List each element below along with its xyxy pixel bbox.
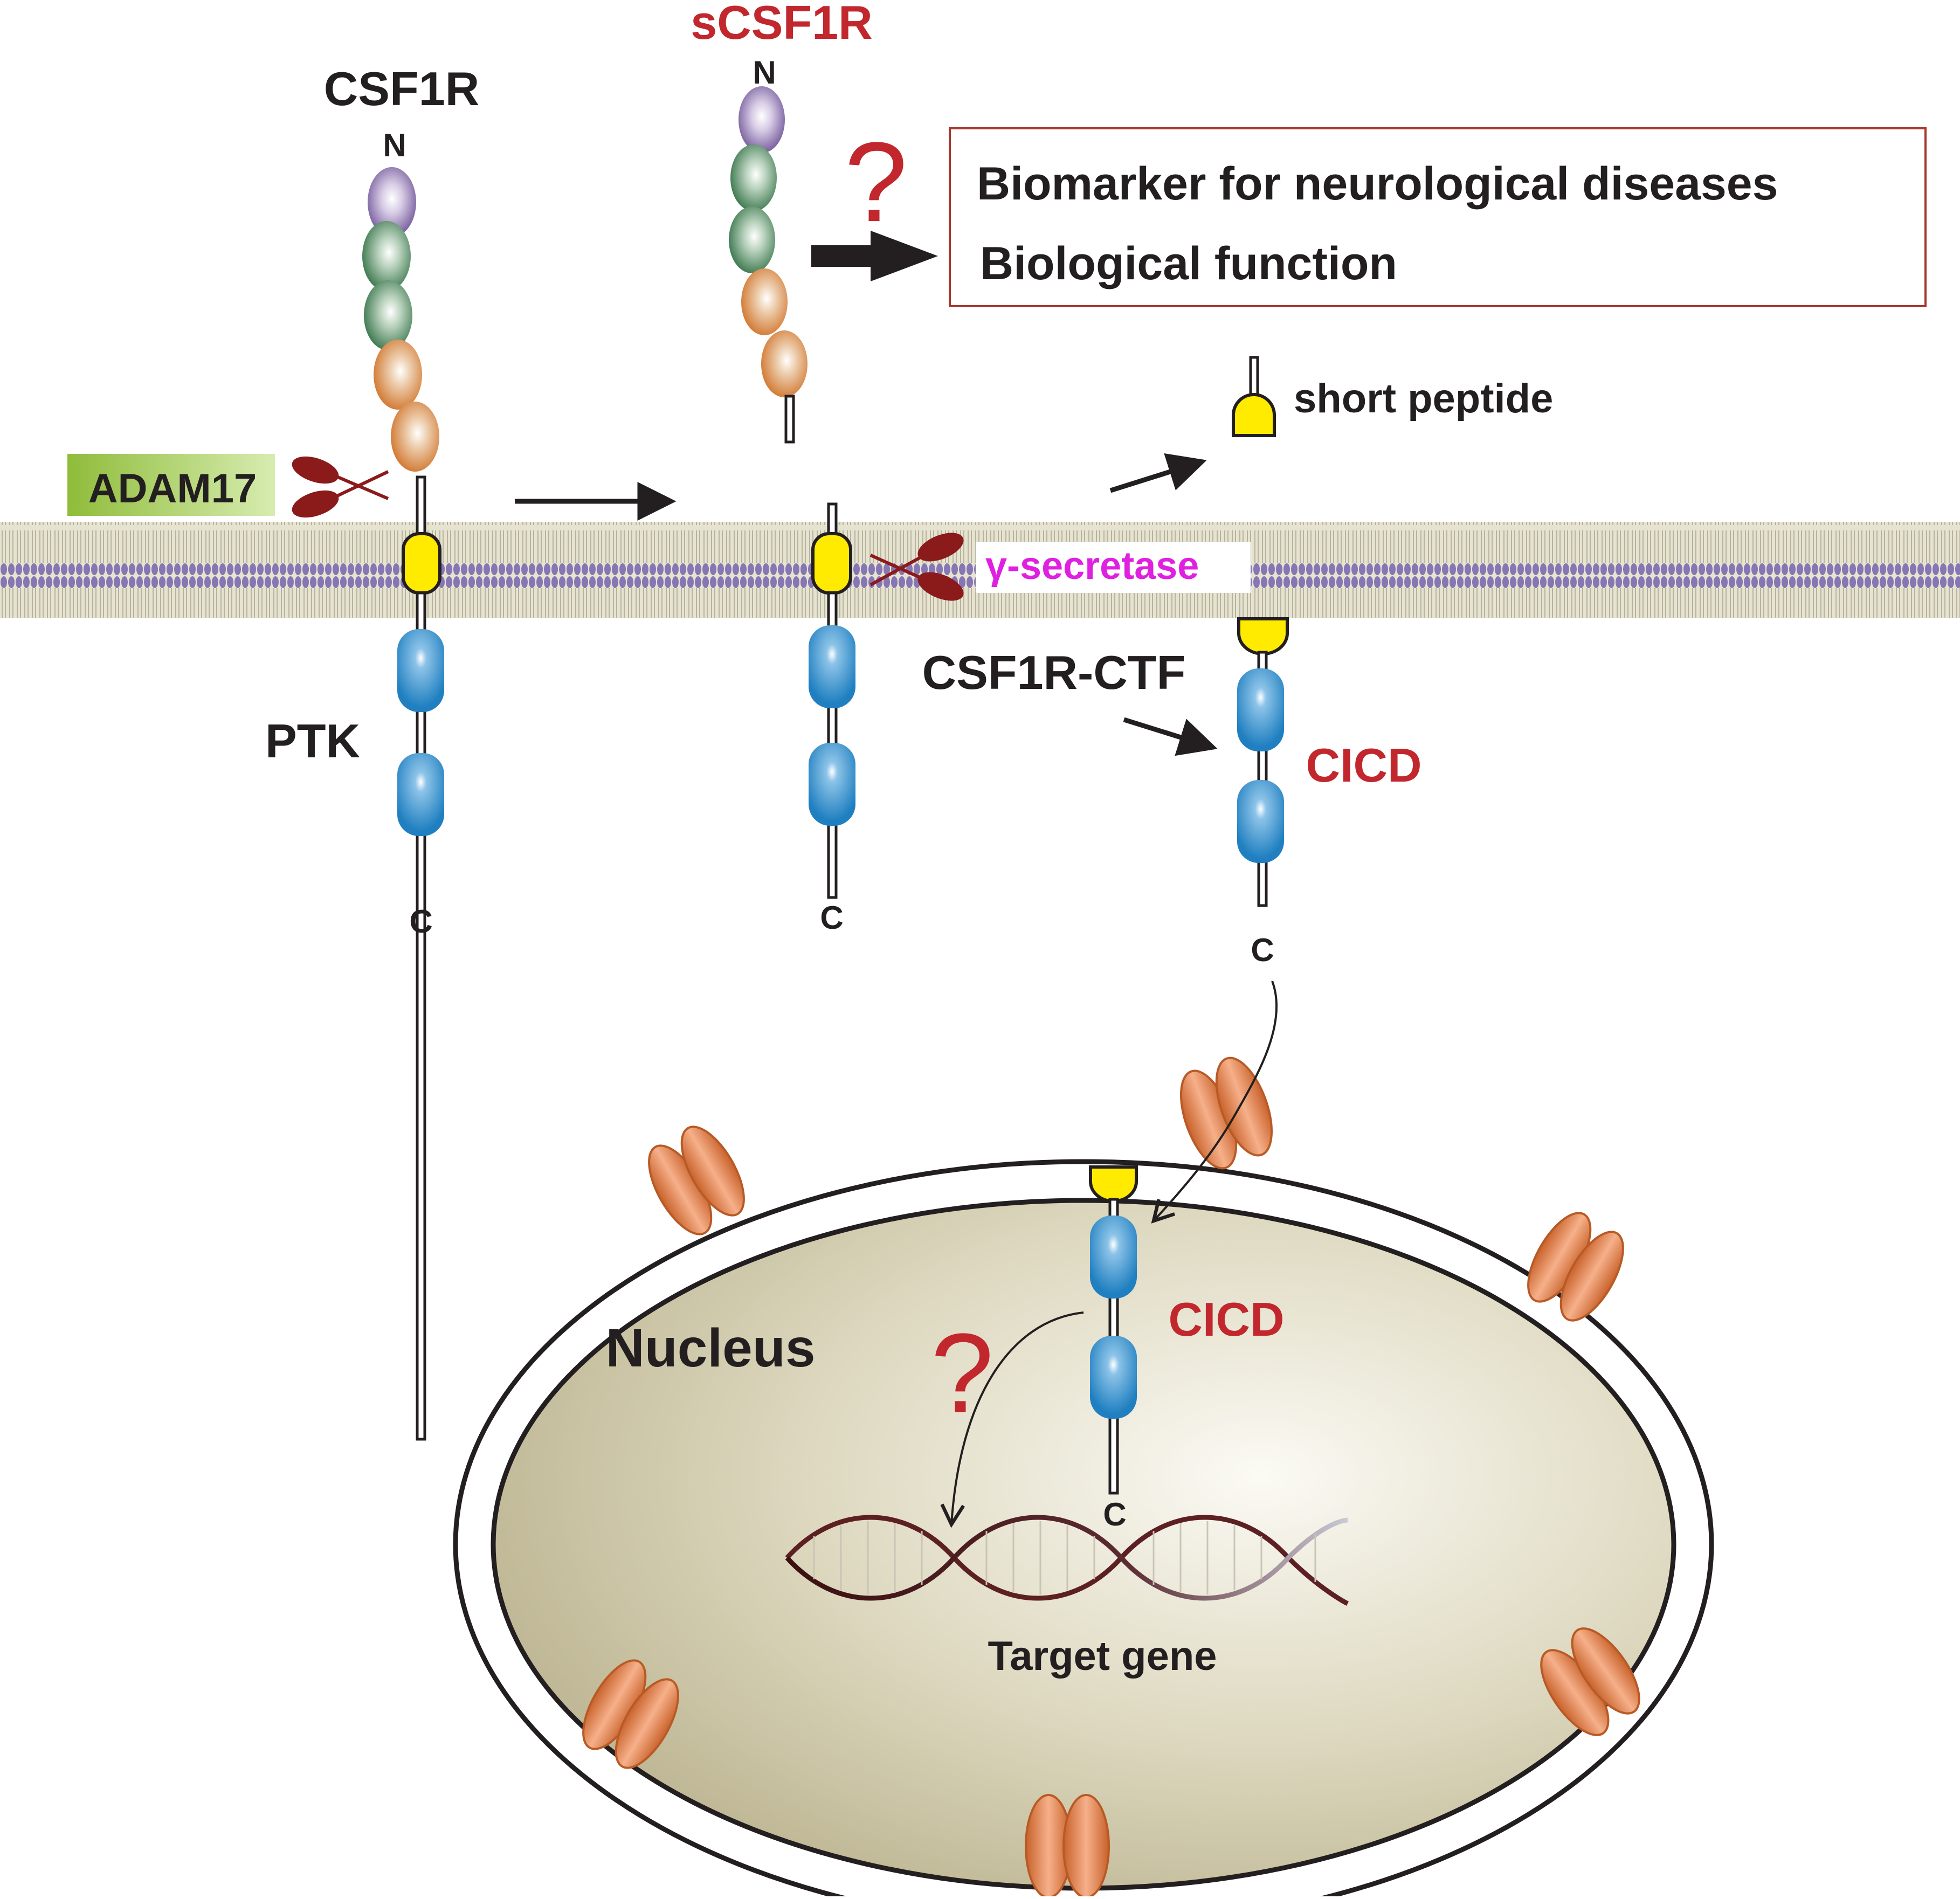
- cicd-c-terminus: C: [1251, 932, 1274, 968]
- stalk: [784, 395, 795, 444]
- orange-domain: [741, 268, 788, 335]
- csf1r-ctf-label: CSF1R-CTF: [922, 646, 1186, 699]
- nuclear-cicd-c-terminus: C: [1103, 1496, 1126, 1532]
- ptk-label: PTK: [265, 714, 360, 768]
- scsf1r-n-terminus: N: [753, 54, 776, 91]
- nuclear-pore-icon: [582, 1659, 679, 1769]
- import-arrow: [1151, 980, 1278, 1224]
- nuclear-cicd-label: CICD: [1168, 1293, 1284, 1346]
- adam17-label: ADAM17: [88, 466, 257, 512]
- ptk-domain: [809, 743, 855, 826]
- info-box: [949, 127, 1927, 307]
- nucleus: [491, 1198, 1676, 1891]
- scissors-icon: [869, 533, 964, 601]
- ptk-domain: [397, 629, 444, 712]
- scsf1r-label: sCSF1R: [691, 0, 872, 49]
- ptk-domain: [1237, 668, 1284, 751]
- nuclear-pore-icon: [648, 1125, 745, 1235]
- arrow-icon: [811, 231, 938, 281]
- csf1r-n-terminus: N: [383, 127, 406, 163]
- nuclear-pore-icon: [1527, 1212, 1624, 1322]
- csf1r-c-terminus: C: [409, 903, 432, 940]
- scsf1r-fragment: sCSF1R N: [691, 0, 873, 444]
- orange-domain: [374, 340, 422, 410]
- nuclear-cicd-fragment: C: [1089, 1165, 1138, 1532]
- question-mark: ?: [845, 119, 908, 245]
- short-peptide: [1232, 356, 1276, 437]
- gamma-secretase-label: γ-secretase: [985, 544, 1199, 588]
- info-box-line1: Biomarker for neurological diseases: [977, 158, 1778, 210]
- cicd-label: CICD: [1306, 738, 1421, 792]
- gamma-secretase-badge: [976, 542, 1251, 593]
- orange-domain: [761, 330, 808, 397]
- purple-domain: [368, 167, 416, 237]
- nuclear-pore-icon: [1540, 1627, 1640, 1736]
- green-domain: [364, 280, 412, 350]
- green-domain: [730, 144, 777, 211]
- purple-domain: [739, 86, 785, 153]
- target-gene-label: Target gene: [988, 1633, 1217, 1679]
- arrow-icon: [1109, 453, 1207, 493]
- green-domain: [362, 221, 411, 291]
- transmembrane-domain: [811, 532, 852, 595]
- green-domain: [729, 206, 775, 273]
- ptk-domain: [809, 625, 855, 708]
- short-peptide-label: short peptide: [1294, 376, 1553, 422]
- nuclear-pore-icon: [1179, 1056, 1273, 1170]
- cicd-fragment: C: [1237, 617, 1289, 968]
- dna-helix-icon: [785, 1515, 1349, 1606]
- csf1r-label: CSF1R: [324, 62, 480, 115]
- ptk-domain: [1090, 1216, 1137, 1299]
- ctf-c-terminus: C: [820, 900, 843, 936]
- stalk-lower: [416, 591, 426, 1441]
- csf1r-ctf-receptor: C: [809, 502, 855, 936]
- orange-domain: [391, 402, 439, 472]
- question-mark: ?: [931, 1310, 994, 1437]
- nucleus-label: Nucleus: [605, 1318, 815, 1378]
- ptk-domain: [1237, 780, 1284, 863]
- csf1r-full-receptor: CSF1R N PTK C: [265, 62, 480, 1441]
- transmembrane-domain: [402, 532, 441, 595]
- info-box-line2: Biological function: [980, 238, 1397, 289]
- arrow-icon: [1123, 717, 1218, 756]
- nuclear-pore-icon: [1025, 1794, 1110, 1898]
- ptk-domain: [1090, 1336, 1137, 1419]
- ptk-domain: [397, 753, 444, 836]
- adam17-badge: [67, 454, 275, 516]
- scissors-icon: [292, 456, 389, 518]
- regulation-arrow: [940, 1311, 1084, 1528]
